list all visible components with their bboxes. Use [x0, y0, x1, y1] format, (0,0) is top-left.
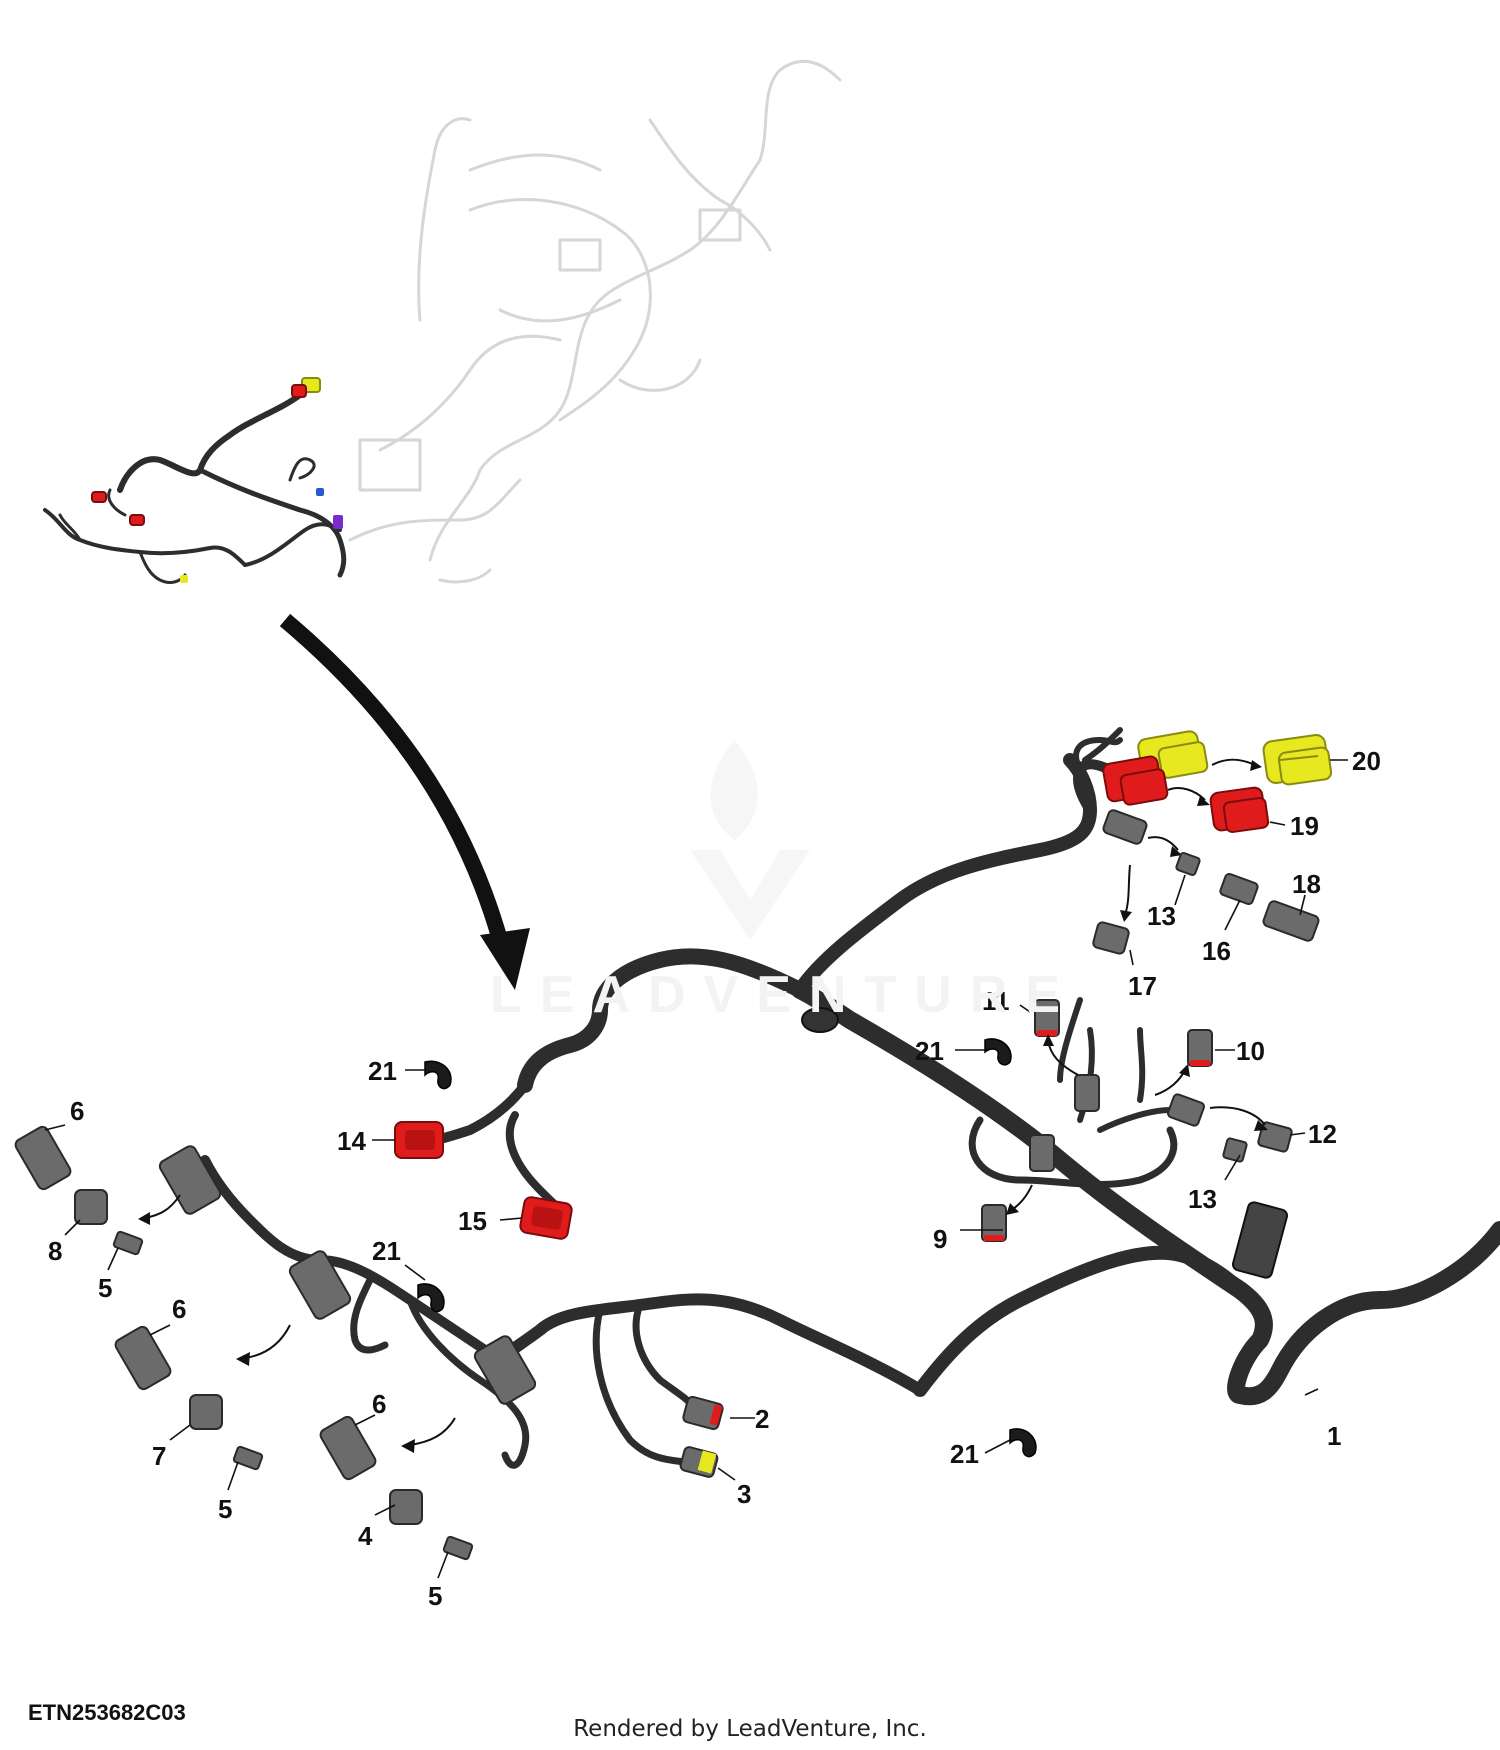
- leader-lines: [44, 759, 1348, 1579]
- callout-15: 15: [458, 1206, 487, 1236]
- callout-16: 16: [1202, 936, 1231, 966]
- connector-13-upper: [1175, 851, 1201, 877]
- part-5-b: [232, 1445, 264, 1471]
- render-credit: Rendered by LeadVenture, Inc.: [573, 1716, 927, 1742]
- clip-21-c: [417, 1283, 445, 1313]
- callout-6-b: 6: [172, 1294, 186, 1324]
- connector-19-red: [1209, 786, 1270, 834]
- red-connectors-left: [394, 1121, 573, 1240]
- callout-6-c: 6: [372, 1389, 386, 1419]
- figure-id: ETN253682C03: [28, 1700, 186, 1725]
- callout-17: 17: [1128, 971, 1157, 1001]
- overview-highlight-harness: [43, 377, 347, 584]
- callout-3: 3: [737, 1479, 751, 1509]
- connector-14: [394, 1121, 444, 1159]
- callout-1: 1: [1327, 1421, 1341, 1451]
- watermark-text: LEADVENTURE: [490, 966, 1079, 1024]
- overview-red-connector-left: [91, 491, 107, 503]
- overview-red-connector: [291, 384, 307, 398]
- callout-13-lower: 13: [1188, 1184, 1217, 1214]
- harness-cover: [1231, 1201, 1289, 1279]
- connector-18: [1262, 900, 1320, 942]
- middle-connector-cluster: [981, 999, 1293, 1242]
- callout-14: 14: [337, 1126, 366, 1156]
- clip-21-d: [1009, 1428, 1037, 1458]
- part-5-c: [442, 1535, 474, 1561]
- callout-21-b: 21: [915, 1036, 944, 1066]
- callout-12: 12: [1308, 1119, 1337, 1149]
- callout-18: 18: [1292, 869, 1321, 899]
- connector-installed-mid-b: [1029, 1134, 1055, 1172]
- part-6-a: [14, 1125, 72, 1191]
- sensor-group-a: [14, 1125, 181, 1256]
- callout-7: 7: [152, 1441, 166, 1471]
- sensor-group-b: [114, 1324, 291, 1471]
- connector-2-3: [679, 1395, 724, 1478]
- red-connector-installed: [1102, 755, 1169, 806]
- overview-yellow-small-connector: [180, 575, 188, 583]
- part-5-a: [112, 1230, 144, 1256]
- callout-9: 9: [933, 1224, 947, 1254]
- callout-21-d: 21: [950, 1439, 979, 1469]
- pointer-arrow: [279, 613, 530, 990]
- clips-21: [417, 1038, 1037, 1458]
- connector-13-lower: [1222, 1137, 1248, 1163]
- overview-blue-connector: [316, 488, 324, 496]
- part-7: [189, 1394, 223, 1430]
- overview-purple-connector: [333, 515, 343, 529]
- callout-20: 20: [1352, 746, 1381, 776]
- part-6-b: [114, 1325, 172, 1391]
- callout-21-a: 21: [368, 1056, 397, 1086]
- callout-8: 8: [48, 1236, 62, 1266]
- lower-harness-connectors: [158, 1145, 537, 1405]
- part-4: [389, 1489, 423, 1525]
- callout-21-c: 21: [372, 1236, 401, 1266]
- callout-5-b: 5: [218, 1494, 232, 1524]
- watermark-logo: [690, 740, 810, 940]
- connector-installed-mid-c: [1166, 1093, 1206, 1127]
- callout-10: 10: [1236, 1036, 1265, 1066]
- connector-gray-installed-top: [1102, 809, 1148, 845]
- harness-grommet: [801, 1007, 839, 1033]
- overview-ghost-harness: [348, 59, 842, 584]
- callout-5-a: 5: [98, 1273, 112, 1303]
- callout-11: 11: [982, 986, 1010, 1016]
- callout-2: 2: [755, 1404, 769, 1434]
- clip-21-a: [424, 1060, 452, 1090]
- connector-16: [1219, 872, 1259, 906]
- callout-6-a: 6: [70, 1096, 84, 1126]
- sensor-group-c: [319, 1415, 474, 1561]
- part-6-c: [319, 1415, 377, 1481]
- callout-13-upper: 13: [1147, 901, 1176, 931]
- part-8: [74, 1189, 108, 1225]
- clip-21-b: [984, 1038, 1012, 1066]
- connector-20-yellow: [1262, 734, 1333, 786]
- callout-labels: 1 2 3 4 5 5 5 6 6 6 7 8 9 10 11 12 13 13…: [48, 746, 1381, 1611]
- callout-4: 4: [358, 1521, 373, 1551]
- callout-19: 19: [1290, 811, 1319, 841]
- overview-red-connector-mid: [129, 514, 145, 526]
- connector-17: [1092, 921, 1130, 955]
- callout-5-c: 5: [428, 1581, 442, 1611]
- connector-installed-mid-a: [1074, 1074, 1100, 1112]
- upper-connector-cluster: [1092, 730, 1333, 955]
- connector-15: [519, 1196, 573, 1240]
